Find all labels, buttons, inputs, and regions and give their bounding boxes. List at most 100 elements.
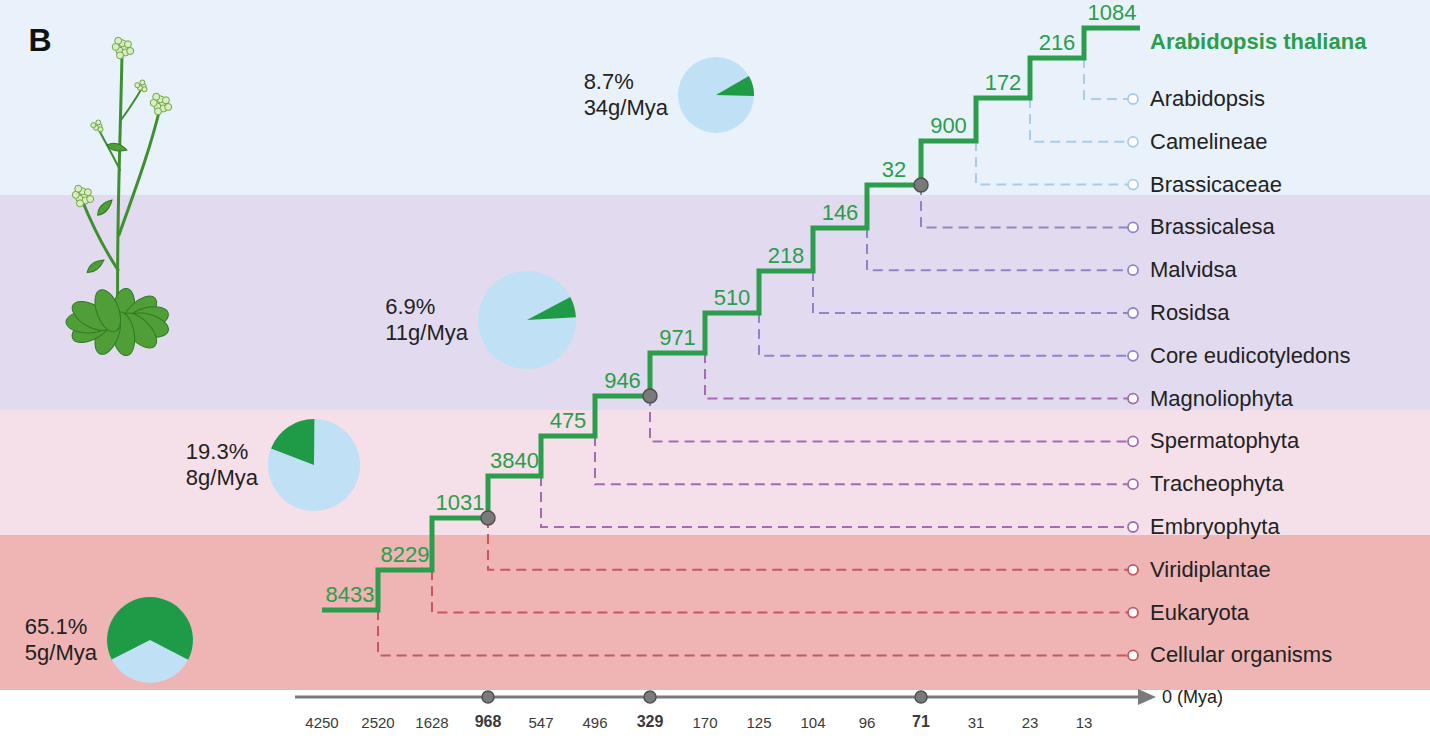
pie-chart — [478, 271, 576, 369]
gene-count: 900 — [930, 115, 967, 137]
axis-tick-label: 71 — [912, 714, 930, 730]
flower — [117, 52, 124, 59]
gene-count: 8229 — [381, 544, 430, 566]
gene-count: 216 — [1039, 32, 1076, 54]
flower — [153, 93, 160, 100]
gene-count: 3840 — [490, 450, 539, 472]
pie-background — [107, 597, 193, 683]
taxon-name: Brassicalesa — [1150, 216, 1275, 238]
leaf — [94, 199, 115, 216]
taxon-marker — [1128, 394, 1138, 404]
flower — [124, 41, 131, 48]
stem — [121, 88, 142, 120]
stratum-stat: 8.7% 34g/Mya — [584, 69, 668, 122]
taxon-name: Eukaryota — [1150, 602, 1249, 624]
taxon-marker — [1128, 308, 1138, 318]
flower — [165, 104, 172, 111]
flower — [91, 123, 96, 128]
taxon-name: Core eudicotyledons — [1150, 345, 1351, 367]
dashed-leader — [705, 353, 1128, 399]
flower — [75, 185, 82, 192]
gene-count: 971 — [659, 327, 696, 349]
pie-chart — [268, 419, 360, 511]
pie-chart — [678, 57, 754, 133]
panel-letter: B — [28, 24, 51, 56]
species-name: Arabidopsis thaliana — [1150, 31, 1366, 53]
taxon-name: Camelineae — [1150, 131, 1267, 153]
stem — [117, 55, 122, 318]
taxon-name: Tracheophyta — [1150, 473, 1284, 495]
taxon-name: Arabidopsis — [1150, 88, 1265, 110]
axis-tick-label: 1628 — [415, 715, 448, 730]
flower — [84, 189, 91, 196]
axis-tick-label: 104 — [800, 715, 825, 730]
gene-count: 146 — [822, 202, 859, 224]
stem — [82, 200, 118, 270]
taxon-marker — [1128, 650, 1138, 660]
flower — [155, 108, 162, 115]
flower — [96, 120, 101, 125]
leaf — [90, 286, 126, 335]
dashed-leader — [1084, 58, 1128, 99]
gene-count: 475 — [550, 410, 587, 432]
axis-tick-label: 125 — [746, 715, 771, 730]
taxon-marker — [1128, 94, 1138, 104]
taxon-marker — [1128, 180, 1138, 190]
pie-slice — [271, 419, 314, 465]
taxon-marker — [1128, 565, 1138, 575]
taxon-name: Malvidsa — [1150, 259, 1237, 281]
flower — [142, 87, 147, 92]
pie-background — [478, 271, 576, 369]
flower — [115, 37, 122, 44]
leaf — [106, 139, 127, 156]
taxon-marker — [1128, 351, 1138, 361]
taxon-marker — [1128, 222, 1138, 232]
axis-arrowhead — [1138, 689, 1156, 705]
arabidopsis-plant — [82, 55, 160, 318]
dashed-leader — [976, 141, 1128, 185]
axis-tick-label: 329 — [637, 714, 664, 730]
pie-slice — [716, 76, 754, 96]
flower — [135, 83, 140, 88]
axis-tick-label: 968 — [475, 714, 502, 730]
axis-dot — [915, 691, 927, 703]
pie-slice — [107, 597, 193, 660]
axis-tick-label: 23 — [1022, 715, 1039, 730]
taxon-name: Viridiplantae — [1150, 559, 1271, 581]
flower — [87, 196, 94, 203]
dashed-leader — [432, 570, 1128, 613]
dashed-leader — [650, 396, 1128, 441]
dashed-leader — [1030, 98, 1128, 142]
milestone-dot — [914, 178, 928, 192]
taxon-marker — [1128, 436, 1138, 446]
flower — [162, 97, 169, 104]
rosette — [66, 139, 171, 358]
staircase-line — [322, 28, 1140, 610]
pie-background — [268, 419, 360, 511]
dashed-leader — [813, 271, 1128, 313]
flower — [77, 200, 84, 207]
gene-count: 1031 — [436, 492, 485, 514]
taxon-name: Cellular organisms — [1150, 644, 1332, 666]
time-axis — [295, 696, 1140, 699]
flower-clusters — [72, 37, 171, 207]
taxon-marker — [1128, 522, 1138, 532]
taxon-name: Brassicaceae — [1150, 174, 1282, 196]
taxon-name: Rosidsa — [1150, 302, 1229, 324]
axis-tick-label: 170 — [692, 715, 717, 730]
dashed-leader — [595, 436, 1128, 484]
axis-tick-label: 31 — [968, 715, 985, 730]
flower — [127, 48, 134, 55]
dashed-leader — [488, 518, 1128, 570]
stratum-stat: 6.9% 11g/Mya — [385, 294, 468, 347]
taxon-name: Embryophyta — [1150, 516, 1280, 538]
taxon-name: Magnoliophyta — [1150, 388, 1293, 410]
pie-slice — [527, 297, 576, 320]
taxon-marker — [1128, 137, 1138, 147]
axis-tick-label: 96 — [859, 715, 876, 730]
taxon-name: Spermatophyta — [1150, 430, 1299, 452]
axis-unit: 0 (Mya) — [1162, 688, 1223, 706]
milestone-dot — [643, 389, 657, 403]
